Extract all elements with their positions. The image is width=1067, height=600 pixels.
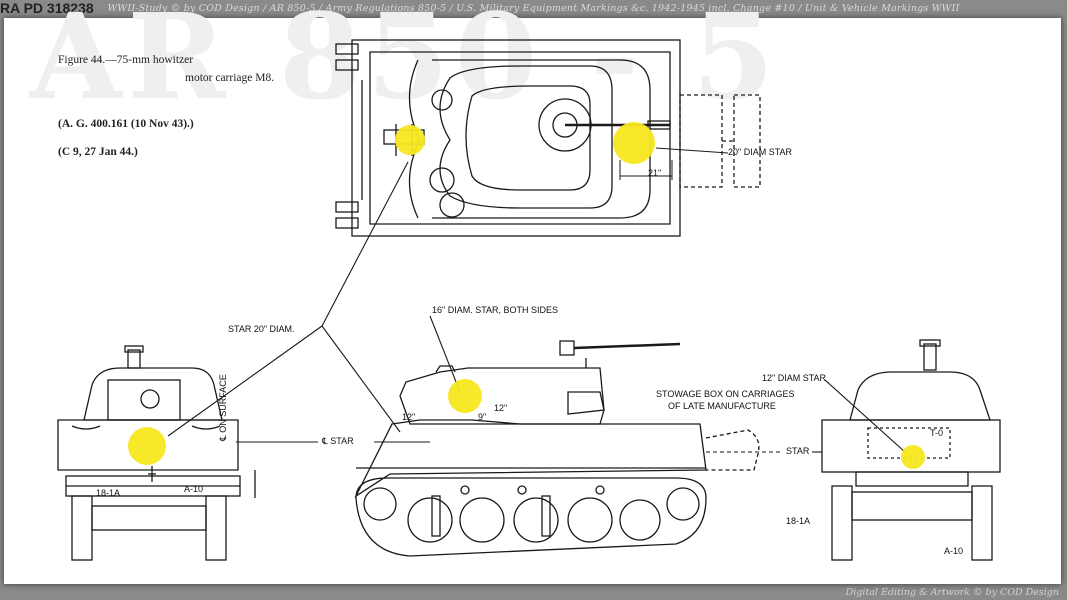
star-markers (128, 122, 925, 469)
star-marker-top-turret (613, 122, 655, 164)
label-star-16: 16" DIAM. STAR, BOTH SIDES (432, 305, 559, 315)
star-marker-rear (901, 445, 925, 469)
label-rear-t: T-0 (930, 428, 944, 438)
figure-caption-line1: Figure 44.—75-mm howitzer (58, 54, 194, 66)
label-stowage-2: OF LATE MANUFACTURE (668, 401, 776, 411)
label-top-star: 20" DIAM STAR (728, 147, 793, 157)
label-star-rear: STAR (786, 446, 810, 456)
label-on-surface: ℄ ON SURFACE (218, 374, 228, 441)
label-front-a10: A-10 (184, 484, 204, 494)
label-c-star: ℄ STAR (322, 436, 354, 446)
reference-ag: (A. G. 400.161 (10 Nov 43).) (58, 118, 194, 130)
front-view (57, 345, 256, 561)
top-banner: WWII-Study © by COD Design / AR 850-5 / … (107, 3, 960, 14)
label-rear-18: 18-1A (786, 516, 811, 526)
top-stowage-box (679, 94, 761, 188)
top-view-hull (335, 39, 681, 237)
drawing-sheet (4, 18, 1061, 584)
label-front-18: 18-1A (96, 488, 121, 498)
star-marker-side (448, 379, 482, 413)
label-dim-12b: 12" (494, 403, 508, 413)
label-stowage-1: STOWAGE BOX ON CARRIAGES (656, 389, 795, 399)
label-rear-a10: A-10 (944, 546, 964, 556)
star-marker-front (128, 427, 166, 465)
label-dim-12a: 12" (402, 412, 416, 422)
reference-change: (C 9, 27 Jan 44.) (58, 146, 138, 158)
label-star-20: STAR 20" DIAM. (228, 324, 295, 334)
figure-caption-line2: motor carriage M8. (185, 72, 275, 84)
leader-lines (167, 161, 906, 453)
star-marker-top-hull (395, 125, 425, 155)
side-view (354, 340, 760, 557)
label-star-12: 12" DIAM STAR (762, 373, 827, 383)
bottom-credit: Digital Editing & Artwork © by COD Desig… (845, 587, 1059, 598)
ra-pd-number: RA PD 318238 (0, 0, 94, 16)
label-dim-9: 9" (478, 412, 487, 422)
label-top-dim: 21" (648, 168, 662, 178)
